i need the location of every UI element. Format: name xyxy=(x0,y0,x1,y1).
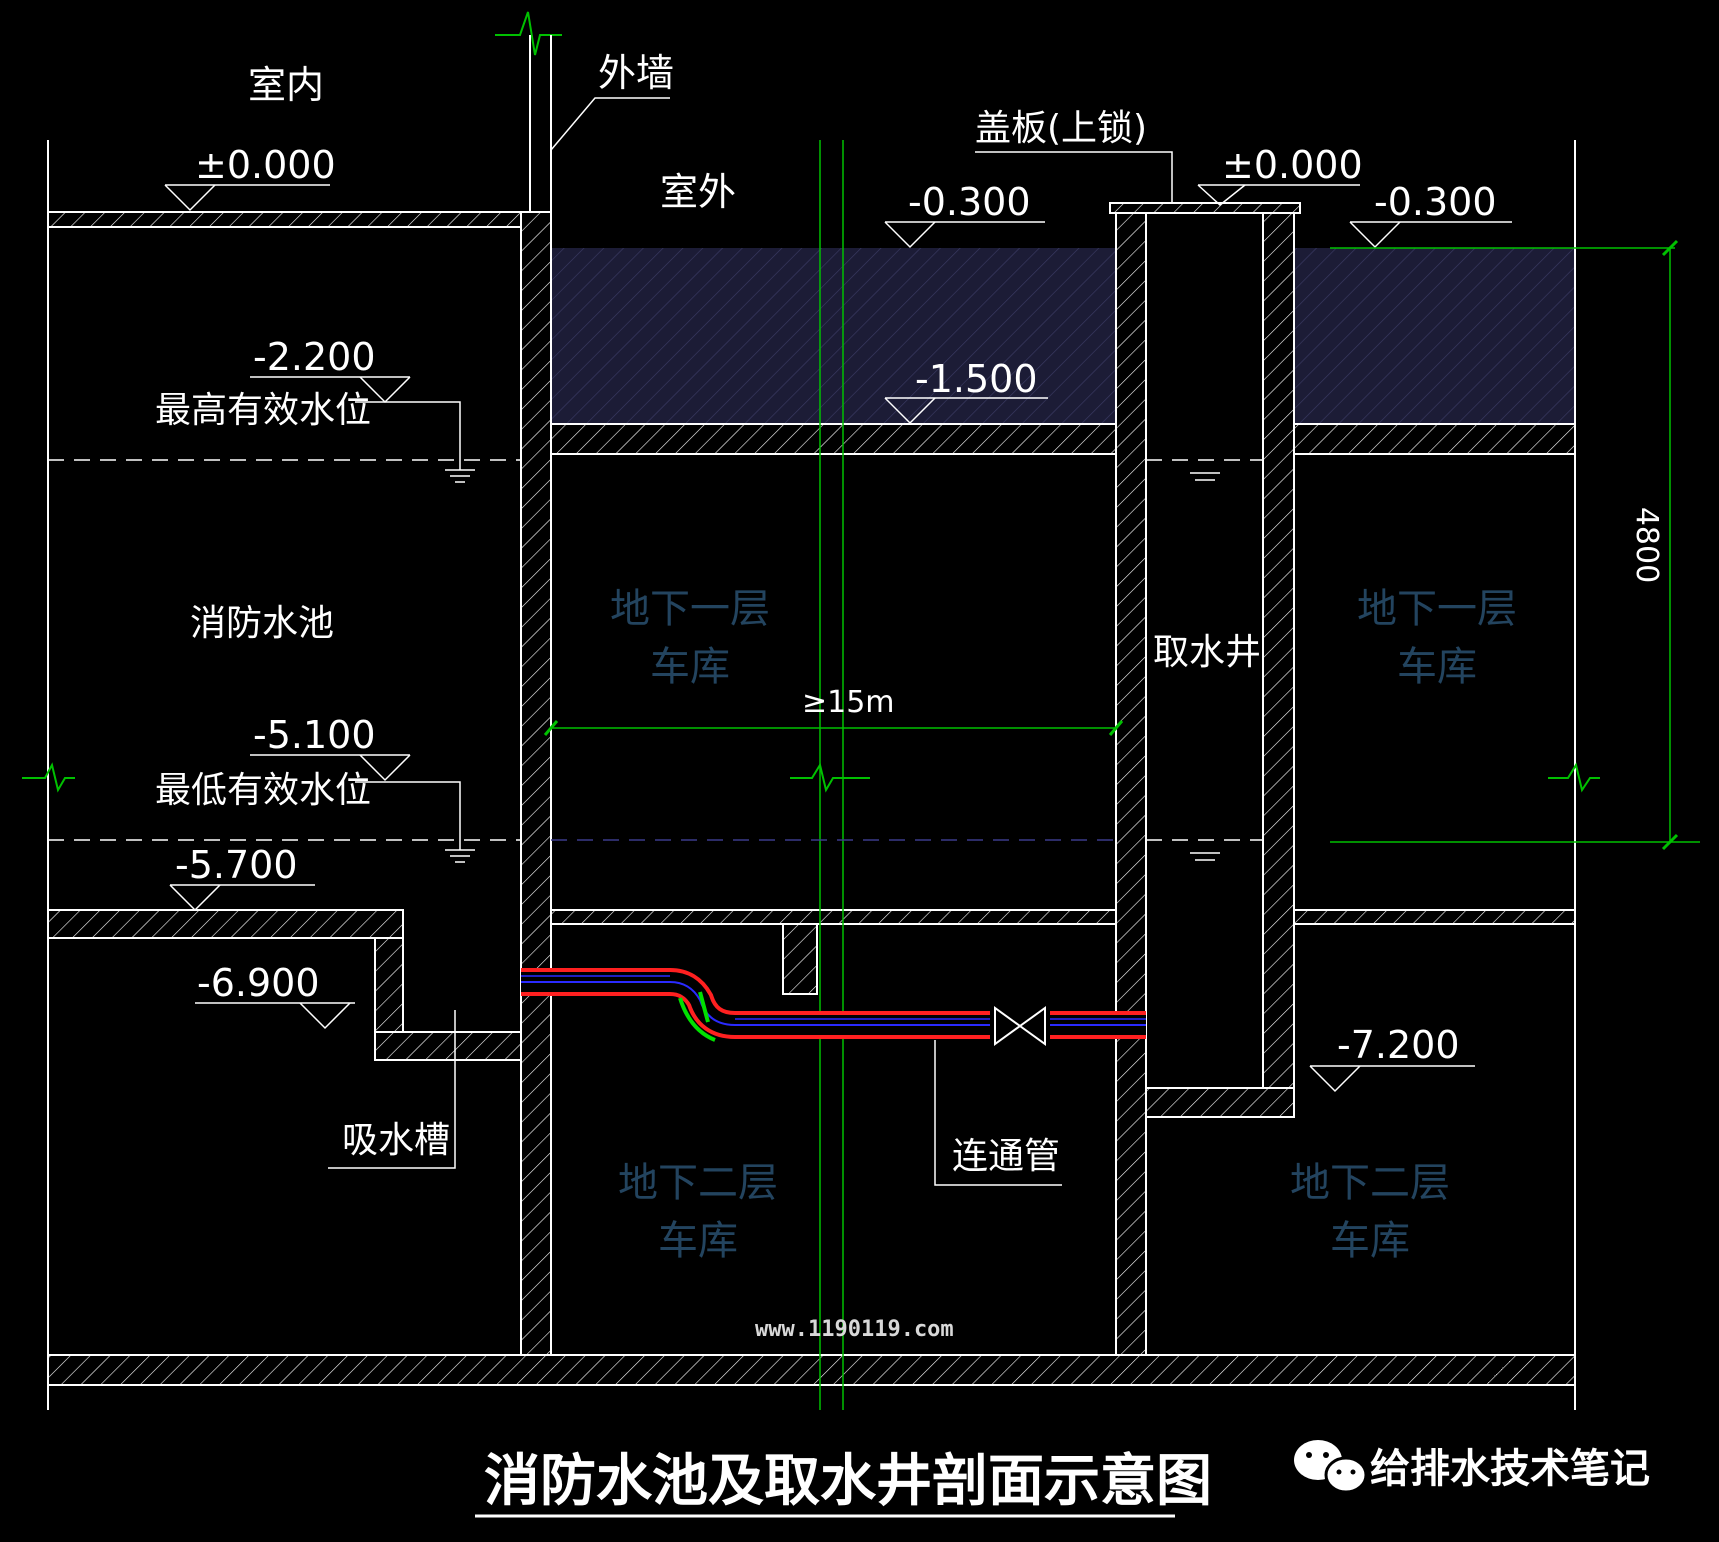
label-outer-wall: 外墙 xyxy=(598,51,674,95)
elev-well-bottom: -7.200 xyxy=(1337,1023,1460,1067)
elev-ground-left: -0.300 xyxy=(908,180,1031,224)
label-cover: 盖板(上锁) xyxy=(975,108,1147,149)
room-b1-left-line1: 地下一层 xyxy=(610,586,770,632)
elev-trough-bottom: -6.900 xyxy=(197,961,320,1005)
outer-wall-leader xyxy=(550,97,670,151)
trough-leader xyxy=(328,1010,456,1169)
soil-left xyxy=(551,248,1116,424)
cover-leader xyxy=(975,151,1173,203)
elev-indoor-zero: ±0.000 xyxy=(195,143,336,187)
logo-text: 给排水技术笔记 xyxy=(1370,1446,1650,1492)
room-b1-left-line2: 车库 xyxy=(650,644,730,690)
distance-dimension xyxy=(543,720,1124,736)
label-height-dim: 4800 xyxy=(1629,507,1664,583)
break-line-top xyxy=(495,11,562,56)
room-b2-right-line1: 地下二层 xyxy=(1290,1160,1450,1206)
watermark-text: www.1190119.com xyxy=(755,1317,954,1342)
wechat-icon xyxy=(1294,1440,1368,1494)
label-fire-pool: 消防水池 xyxy=(190,603,334,644)
elev-soil: -1.500 xyxy=(915,357,1038,401)
concrete-structure xyxy=(47,202,1576,1386)
room-b2-left-line1: 地下二层 xyxy=(618,1160,778,1206)
room-b1-right-line2: 车库 xyxy=(1397,644,1477,690)
label-connect-pipe: 连通管 xyxy=(952,1136,1060,1177)
room-b2-left-line2: 车库 xyxy=(658,1218,738,1264)
height-dimension xyxy=(1330,239,1700,851)
max-level-leader xyxy=(355,401,461,470)
pipe-label-leader xyxy=(934,1040,1062,1186)
valve-icon xyxy=(990,1006,1050,1046)
room-b2-right-line2: 车库 xyxy=(1330,1218,1410,1264)
label-suction-trough: 吸水槽 xyxy=(342,1120,450,1161)
label-outdoor: 室外 xyxy=(660,170,736,214)
room-b1-right-line1: 地下一层 xyxy=(1357,586,1517,632)
break-line-left xyxy=(22,762,75,793)
label-min-level: 最低有效水位 xyxy=(155,770,371,811)
elev-min-level: -5.100 xyxy=(253,713,376,757)
break-line-right xyxy=(1548,762,1600,793)
label-well: 取水井 xyxy=(1153,632,1261,673)
flexible-joint xyxy=(678,991,716,1042)
elev-well-zero: ±0.000 xyxy=(1222,143,1363,187)
label-indoor: 室内 xyxy=(248,63,324,107)
elev-max-level: -2.200 xyxy=(253,335,376,379)
diagram-title: 消防水池及取水井剖面示意图 xyxy=(484,1449,1212,1514)
min-level-leader xyxy=(355,781,461,850)
break-line-mid xyxy=(790,762,870,793)
water-symbol-well xyxy=(1190,472,1220,861)
label-max-level: 最高有效水位 xyxy=(155,390,371,431)
soil-right xyxy=(1294,248,1575,424)
elev-pool-bottom: -5.700 xyxy=(175,843,298,887)
water-symbol-min xyxy=(445,849,475,863)
elevation-markers xyxy=(164,184,1512,1093)
water-symbol-max xyxy=(445,469,475,483)
connecting-pipe xyxy=(521,968,1146,1039)
label-distance: ≥15m xyxy=(802,685,895,720)
elev-ground-right: -0.300 xyxy=(1374,180,1497,224)
